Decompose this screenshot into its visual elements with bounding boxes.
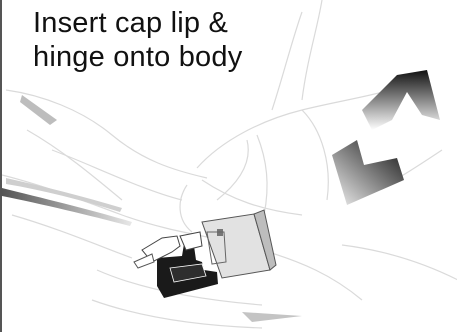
body-part-icon <box>134 232 218 298</box>
left-hand-icon <box>2 90 262 328</box>
caption-line-2: hinge onto body <box>33 40 242 74</box>
hand-shading-4 <box>242 312 302 322</box>
caption-line-1: Insert cap lip & <box>33 6 242 40</box>
hand-shading-2 <box>362 70 440 130</box>
hand-shading-3 <box>20 95 57 125</box>
instruction-caption: Insert cap lip & hinge onto body <box>33 6 242 74</box>
cap-part-icon <box>202 210 276 278</box>
hand-shading-1 <box>332 140 404 205</box>
